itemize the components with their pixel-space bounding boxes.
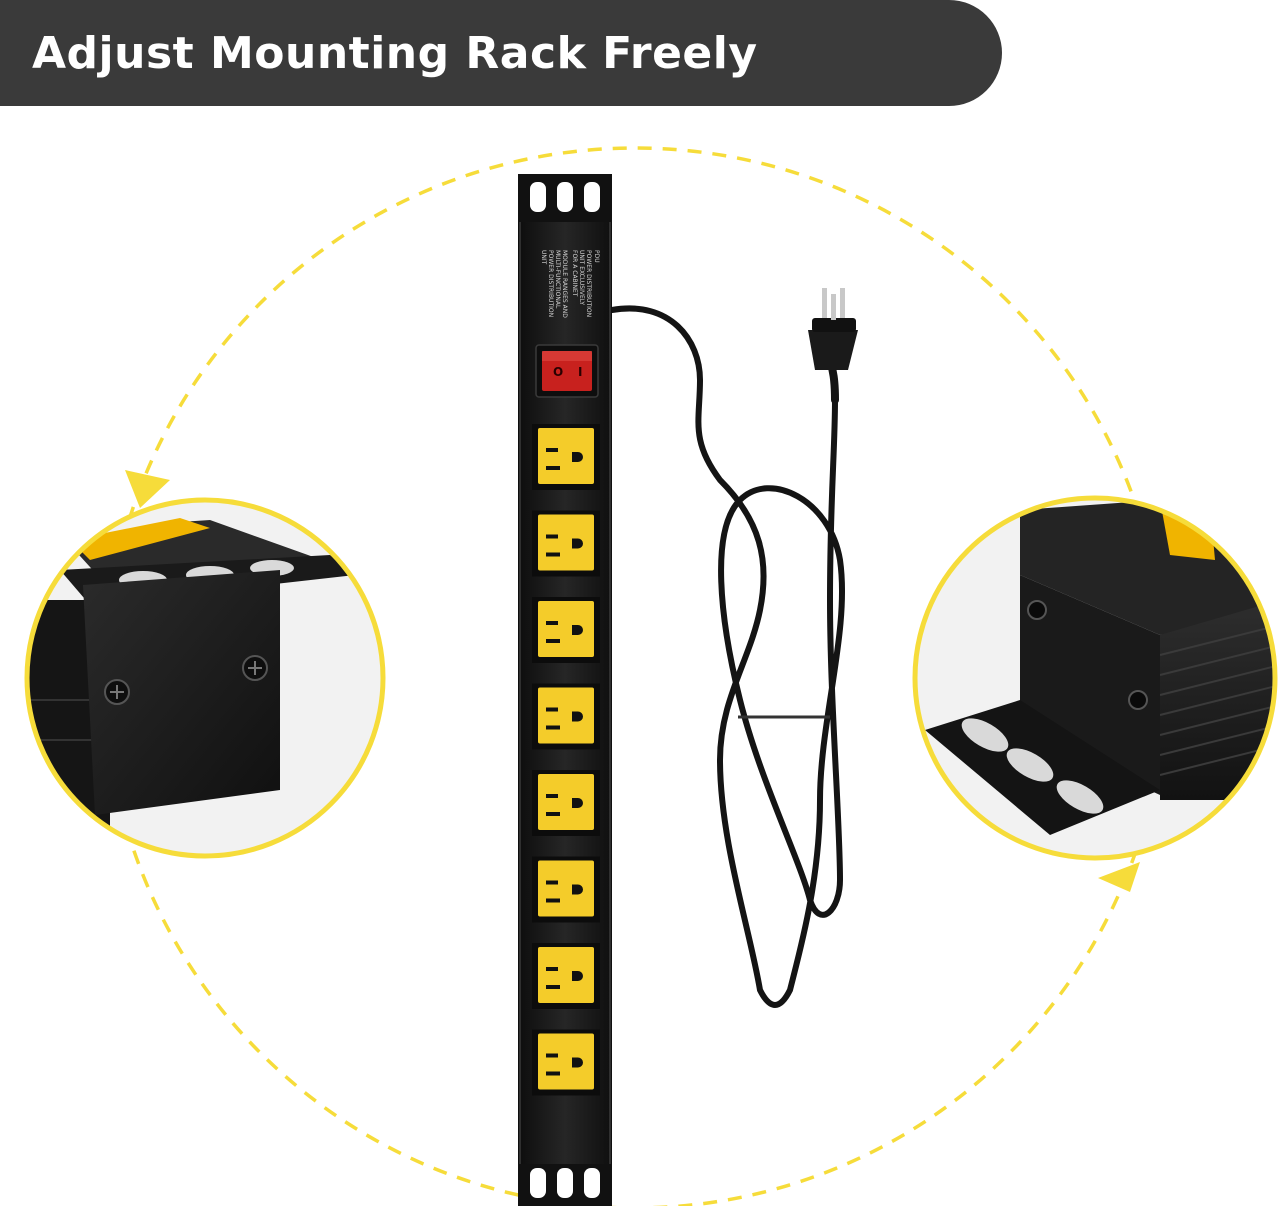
left-bracket-detail [24,497,386,859]
pdu-label-line: POWER DISTRIBUTION [585,250,592,317]
outlet-8 [532,1029,600,1096]
pdu-label-line: PDU [593,250,600,263]
outlet-5 [532,770,600,836]
arrow-up-right-icon [1098,862,1140,892]
pdu-label-panel: PDU POWER DISTRIBUTION UNIT EXCLUSIVELY … [540,250,600,318]
outlet-1 [532,424,600,490]
pdu-label-line: MODULE RANGES AND [561,250,568,318]
pdu-label-line: UNIT [540,250,547,265]
outlet-2 [532,510,600,577]
banner-title: Adjust Mounting Rack Freely [32,27,758,79]
outlet-4 [532,683,600,750]
power-strip: PDU POWER DISTRIBUTION UNIT EXCLUSIVELY … [518,174,612,1206]
right-bracket-detail [912,495,1278,861]
title-banner: Adjust Mounting Rack Freely [0,0,1002,106]
outlet-6 [532,856,600,923]
power-cord [609,305,846,1008]
pdu-label-line: POWER DISTRIBUTION [547,250,554,317]
switch-on-glyph: I [578,365,582,379]
switch-off-glyph: O [553,365,563,379]
power-plug [808,288,858,370]
pdu-label-line: MULTI-FUNCTIONAL [554,250,561,309]
pdu-label-line: UNIT EXCLUSIVELY [578,250,585,305]
power-switch[interactable]: O I [535,344,599,398]
pdu-label-line: FOR A CABINET [571,250,578,297]
arrow-down-left-icon [125,470,170,508]
outlet-column [532,424,600,1096]
outlet-7 [532,943,600,1009]
outlet-3 [532,597,600,663]
